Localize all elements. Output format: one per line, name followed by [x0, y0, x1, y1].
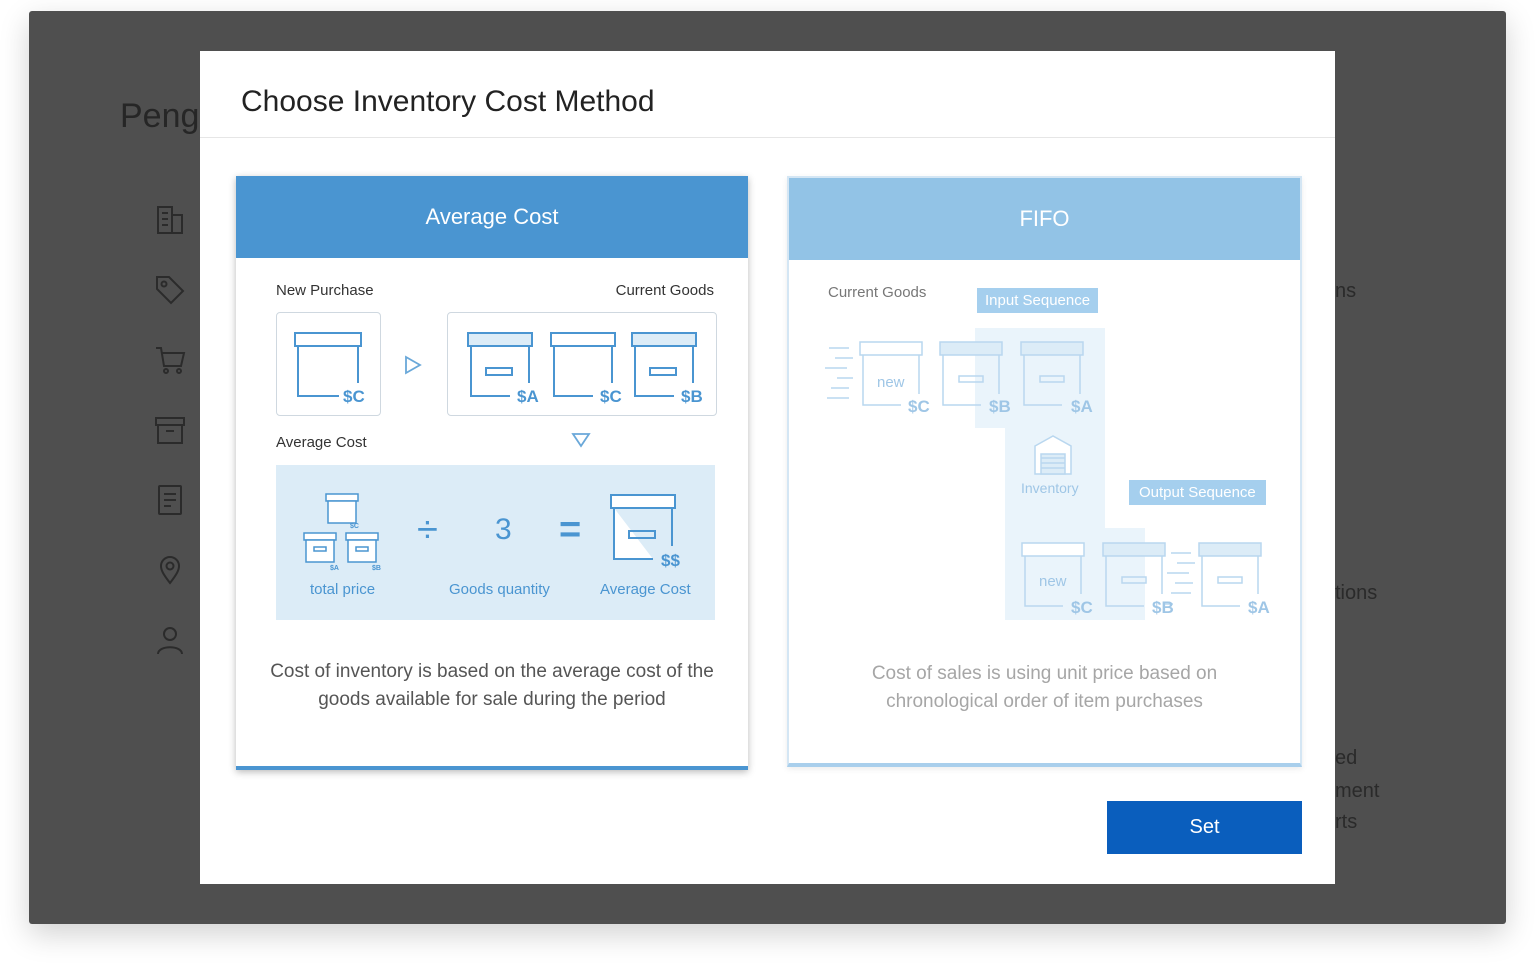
input-price: $C	[908, 397, 930, 416]
current-goods-box: $A $C $B	[447, 312, 717, 416]
average-cost-formula: $C $A $B total price ÷ 3 Goods quantity …	[276, 465, 715, 620]
document-icon[interactable]	[153, 483, 187, 517]
stacked-packages-icon: $C $A $B	[303, 493, 381, 572]
modal-divider	[200, 137, 1335, 138]
description-line: Cost of inventory is based on the averag…	[270, 661, 714, 682]
user-icon[interactable]	[153, 623, 187, 657]
total-price-label: total price	[310, 581, 376, 598]
input-sequence-tag: Input Sequence	[977, 288, 1099, 313]
average-cost-option-card[interactable]: Average Cost New Purchase Current Goods …	[236, 176, 748, 770]
input-price: $A	[1071, 397, 1093, 416]
background-app-title: Peng	[120, 97, 200, 135]
arrow-down-icon	[571, 433, 591, 448]
location-icon[interactable]	[153, 553, 187, 587]
building-icon[interactable]	[153, 203, 187, 237]
current-goods-price: $C	[600, 387, 622, 406]
description-line: chronological order of item purchases	[886, 691, 1203, 712]
current-goods-price: $A	[517, 387, 539, 406]
goods-quantity-value: 3	[495, 513, 512, 546]
goods-quantity-label: Goods quantity	[449, 581, 550, 598]
current-goods-label: Current Goods	[615, 282, 714, 299]
new-item-label: new	[877, 374, 905, 391]
set-button[interactable]: Set	[1107, 801, 1302, 854]
average-cost-card-header: Average Cost	[236, 176, 748, 258]
output-sequence-tag: Output Sequence	[1129, 480, 1266, 505]
new-purchase-price: $C	[343, 387, 365, 406]
background-text-fragment: tions	[1335, 582, 1378, 604]
fifo-flow-diagram	[825, 328, 1262, 620]
package-group-icon	[467, 332, 697, 397]
cart-icon[interactable]	[153, 343, 187, 377]
fifo-current-goods-label: Current Goods	[828, 284, 927, 301]
fifo-card-header: FIFO	[789, 178, 1300, 260]
new-item-label: new	[1039, 573, 1067, 590]
archive-icon[interactable]	[153, 413, 187, 447]
arrow-right-icon	[405, 355, 422, 375]
package-icon	[610, 494, 676, 560]
output-price: $B	[1152, 598, 1174, 617]
package-icon	[294, 332, 362, 397]
background-text-fragment: ns	[1335, 280, 1357, 302]
tag-icon[interactable]	[153, 273, 187, 307]
divide-symbol: ÷	[417, 509, 438, 551]
average-cost-result-label: Average Cost	[600, 581, 691, 598]
background-text-fragment: rts	[1335, 811, 1358, 833]
current-goods-price: $B	[681, 387, 703, 406]
mini-price: $A	[330, 565, 339, 572]
average-cost-result-price: $$	[661, 551, 680, 570]
new-purchase-box: $C	[276, 312, 381, 416]
average-cost-description: Cost of inventory is based on the averag…	[236, 658, 748, 714]
fifo-option-card[interactable]: FIFO Current Goods Input Sequence new $C…	[787, 176, 1302, 767]
fifo-description: Cost of sales is using unit price based …	[789, 660, 1300, 716]
inventory-label: Inventory	[1021, 480, 1079, 496]
mini-price: $B	[372, 565, 381, 572]
description-line: goods available for sale during the peri…	[318, 689, 666, 710]
modal-title: Choose Inventory Cost Method	[241, 85, 655, 118]
output-price: $A	[1248, 598, 1270, 617]
equals-symbol: =	[559, 509, 582, 551]
background-text-fragment: ed	[1335, 747, 1358, 769]
description-line: Cost of sales is using unit price based …	[871, 663, 1218, 684]
inventory-cost-method-modal: Choose Inventory Cost Method Average Cos…	[200, 51, 1335, 884]
output-price: $C	[1071, 598, 1093, 617]
new-purchase-label: New Purchase	[276, 282, 374, 299]
background-text-fragment: ment	[1335, 780, 1380, 802]
average-cost-label: Average Cost	[276, 434, 367, 451]
input-price: $B	[989, 397, 1011, 416]
mini-price: $C	[350, 523, 359, 530]
